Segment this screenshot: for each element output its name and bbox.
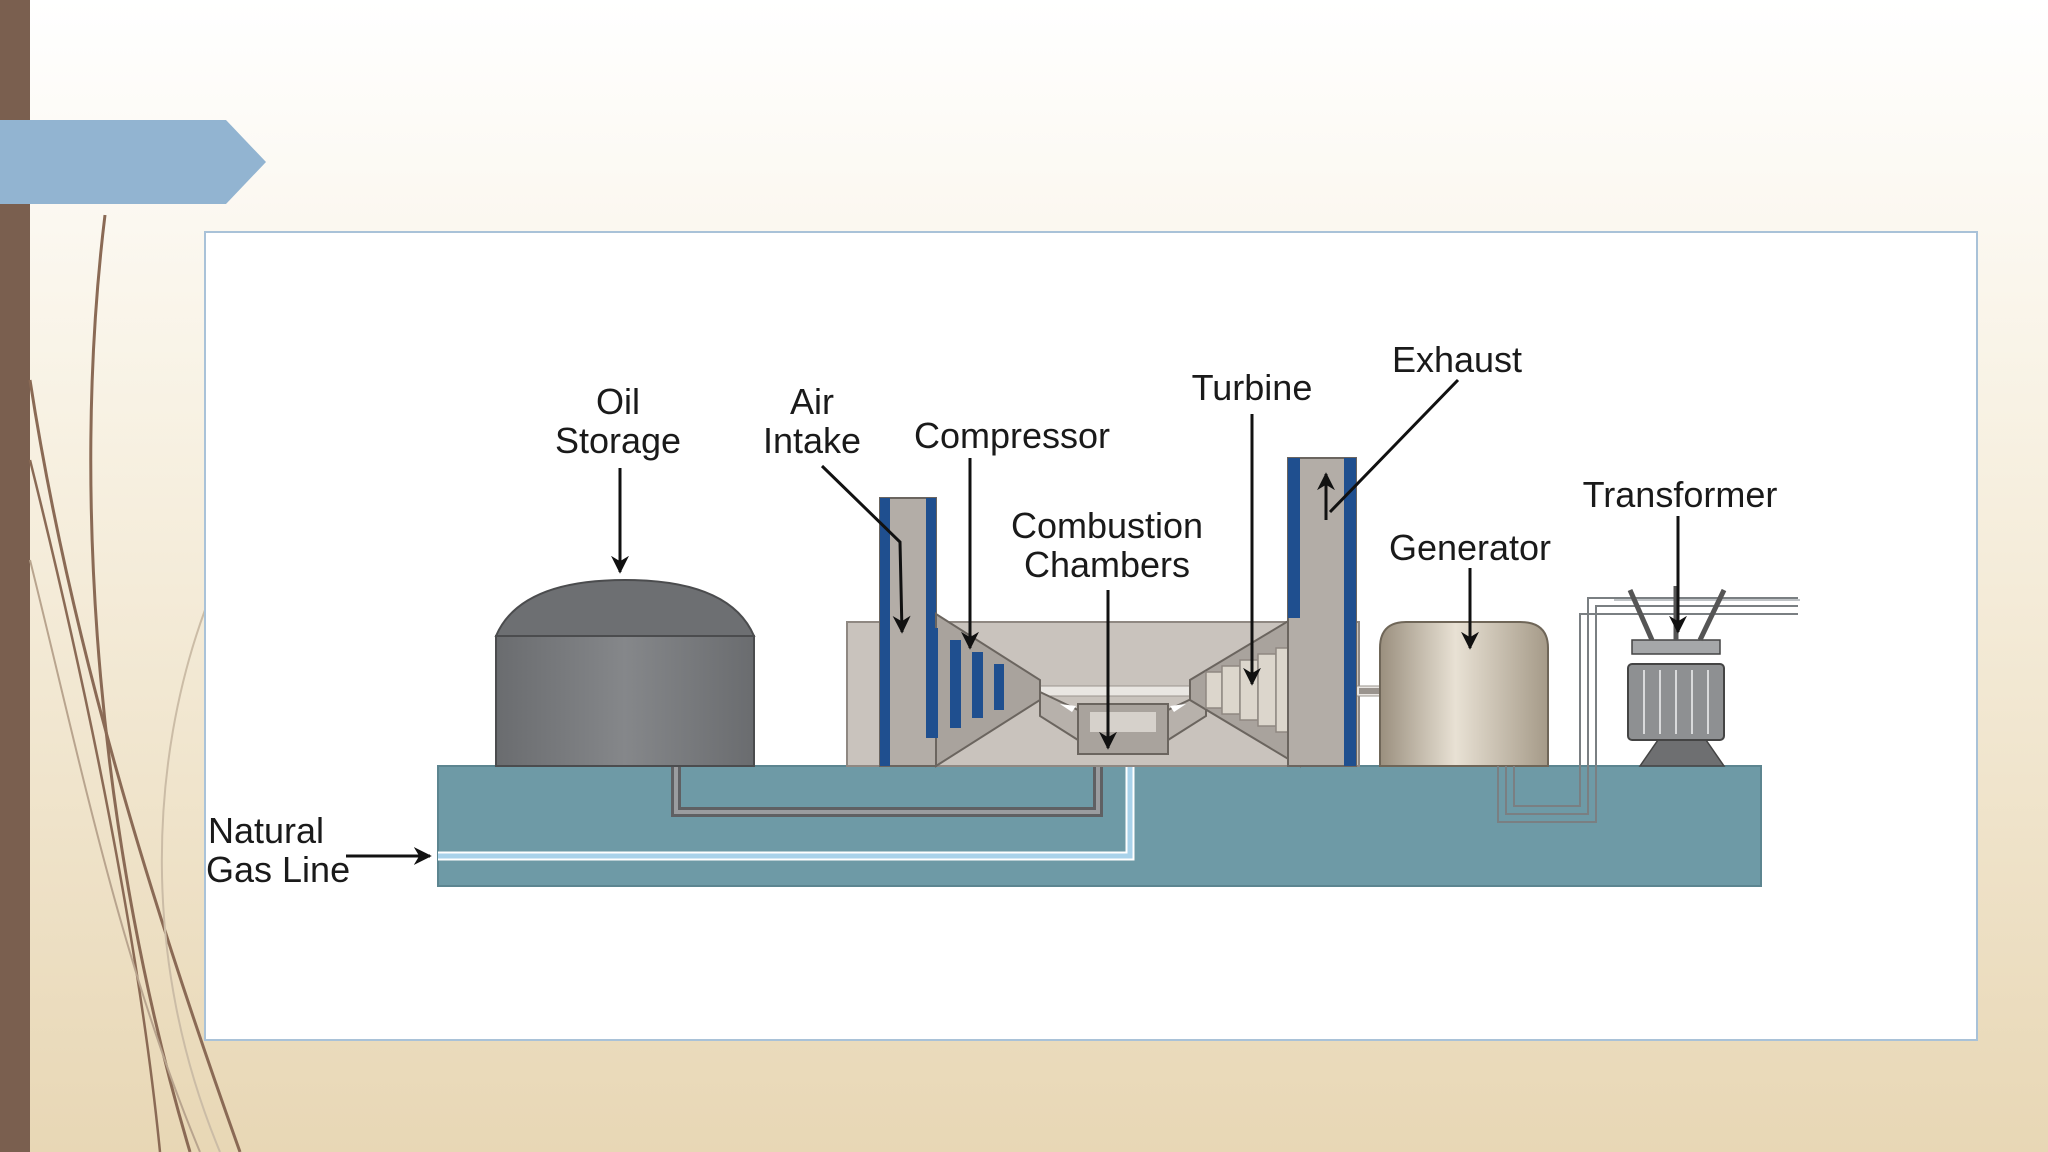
- label-natural-gas-line1: Natural: [208, 810, 324, 851]
- label-compressor: Compressor: [914, 415, 1110, 456]
- label-combustion-line2: Chambers: [1024, 544, 1190, 585]
- label-natural-gas-line2: Gas Line: [206, 849, 350, 890]
- label-exhaust: Exhaust: [1392, 339, 1522, 380]
- transformer: [1627, 586, 1727, 767]
- generator: [1379, 621, 1549, 767]
- label-generator: Generator: [1389, 527, 1551, 568]
- decorative-swoosh: [28, 214, 242, 1152]
- label-arrows: [346, 378, 1687, 865]
- power-plant-diagram: Oil Storage Air Intake Compressor Combus…: [206, 339, 1800, 890]
- diagram-labels: Oil Storage Air Intake Compressor Combus…: [206, 339, 1777, 890]
- label-oil-storage-line2: Storage: [555, 420, 681, 461]
- power-cables: [1497, 597, 1800, 823]
- label-combustion-line1: Combustion: [1011, 505, 1203, 546]
- oil-storage-tank: [494, 578, 756, 767]
- label-air-intake-line1: Air: [790, 381, 834, 422]
- label-transformer: Transformer: [1583, 474, 1778, 515]
- label-air-intake-line2: Intake: [763, 420, 861, 461]
- compressor: [926, 612, 1041, 768]
- label-oil-storage-line1: Oil: [596, 381, 640, 422]
- label-turbine: Turbine: [1192, 367, 1313, 408]
- title-arrow-tab: [0, 120, 266, 204]
- exhaust-stack: [1287, 457, 1357, 767]
